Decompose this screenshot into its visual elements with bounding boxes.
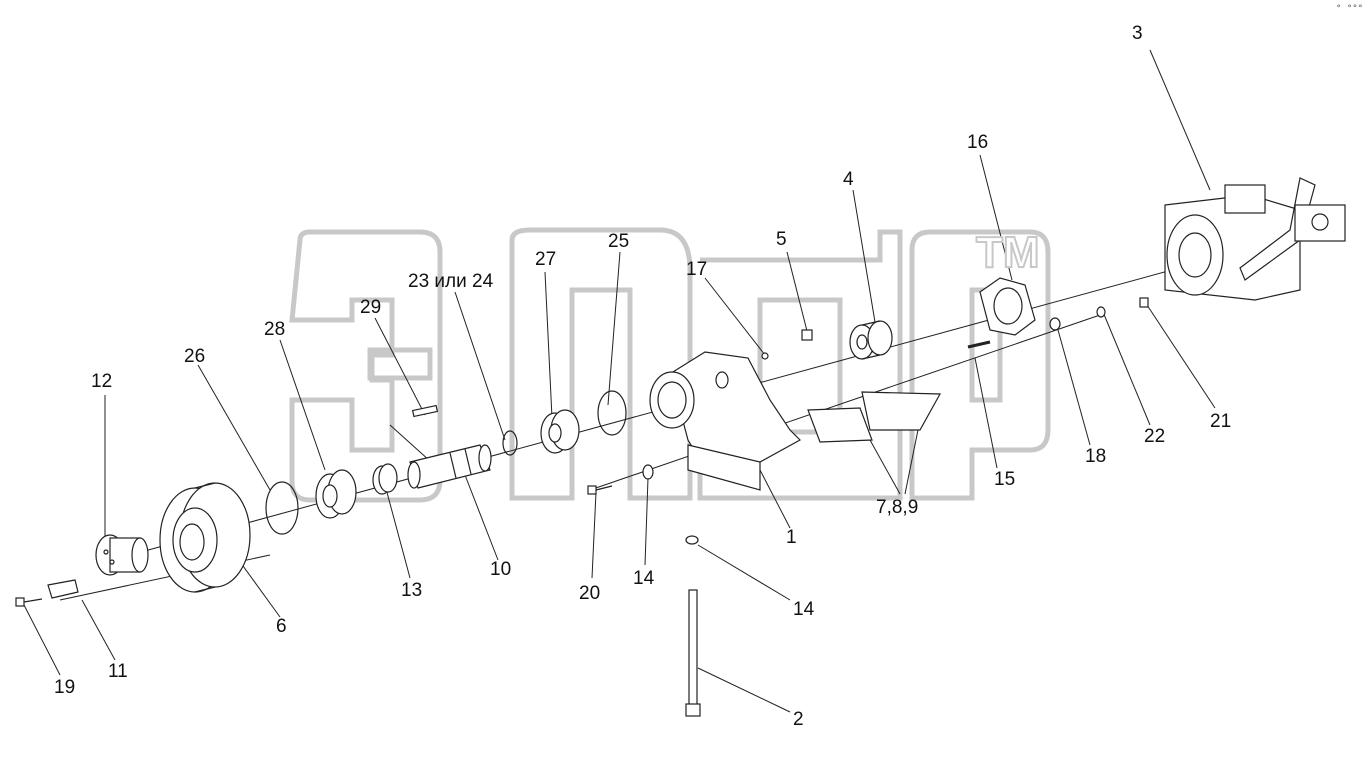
part-25-snap-ring: [597, 390, 627, 436]
callout-23-or-24: 23 или 24: [408, 271, 494, 292]
callout-28: 28: [264, 319, 286, 340]
part-13-bushing: [372, 463, 398, 495]
parts: [15, 177, 1346, 717]
part-12-hub: [95, 534, 149, 576]
part-27-bearing: [540, 409, 580, 454]
part-26-snap-ring: [265, 481, 299, 535]
callout-25: 25: [608, 231, 630, 252]
part-20-bolt: [587, 485, 613, 495]
part-28-bearing: [315, 469, 357, 519]
part-5-plug: [801, 329, 813, 341]
part-3-pump: [1164, 177, 1346, 301]
part-6-pulley: [159, 482, 251, 593]
callout-21: 21: [1210, 411, 1232, 432]
part-7-8-9-plates: [807, 391, 942, 443]
callout-6: 6: [276, 616, 287, 637]
callout-29: 29: [360, 297, 382, 318]
part-15-pin: [967, 340, 991, 349]
part-23-24-ring: [502, 430, 518, 456]
watermark-logo: [289, 227, 1051, 503]
callout-22: 22: [1144, 426, 1166, 447]
callout-5: 5: [776, 229, 787, 250]
callout-27: 27: [535, 249, 557, 270]
callout-2: 2: [793, 709, 804, 730]
part-18-washer: [1049, 317, 1061, 331]
callout-16: 16: [967, 132, 989, 153]
part-19-bolt: [15, 597, 43, 607]
watermark-trademark: TM: [975, 227, 1041, 278]
part-16-gasket: [979, 277, 1036, 336]
corner-mark: ° °°°: [1336, 4, 1364, 14]
part-29-key: [411, 404, 439, 418]
callout-20: 20: [579, 583, 601, 604]
callout-15: 15: [994, 469, 1016, 490]
callout-19: 19: [54, 677, 76, 698]
callout-4: 4: [843, 169, 854, 190]
callout-11: 11: [108, 661, 128, 682]
part-14-washer-b: [685, 535, 699, 545]
callout-14-lower: 14: [793, 599, 815, 620]
callout-17: 17: [686, 259, 708, 280]
callout-13: 13: [401, 580, 423, 601]
callout-3: 3: [1132, 23, 1143, 44]
part-10-shaft: [407, 444, 492, 489]
part-2-long-bolt: [685, 589, 701, 717]
callout-10: 10: [490, 559, 512, 580]
callout-26: 26: [184, 346, 206, 367]
part-22-washer: [1096, 306, 1106, 318]
part-14-washer-a: [642, 464, 654, 480]
leader-lines: [23, 49, 1216, 713]
callout-14-upper: 14: [633, 568, 655, 589]
callout-7-8-9: 7,8,9: [876, 497, 919, 518]
part-21-nut: [1139, 297, 1149, 308]
callout-12: 12: [91, 371, 113, 392]
part-11-plate: [47, 579, 79, 599]
callout-18: 18: [1085, 446, 1107, 467]
callout-1: 1: [786, 527, 797, 548]
part-1-bracket: [649, 351, 801, 491]
part-4-bearing: [849, 320, 893, 360]
part-17-washer: [761, 352, 769, 360]
